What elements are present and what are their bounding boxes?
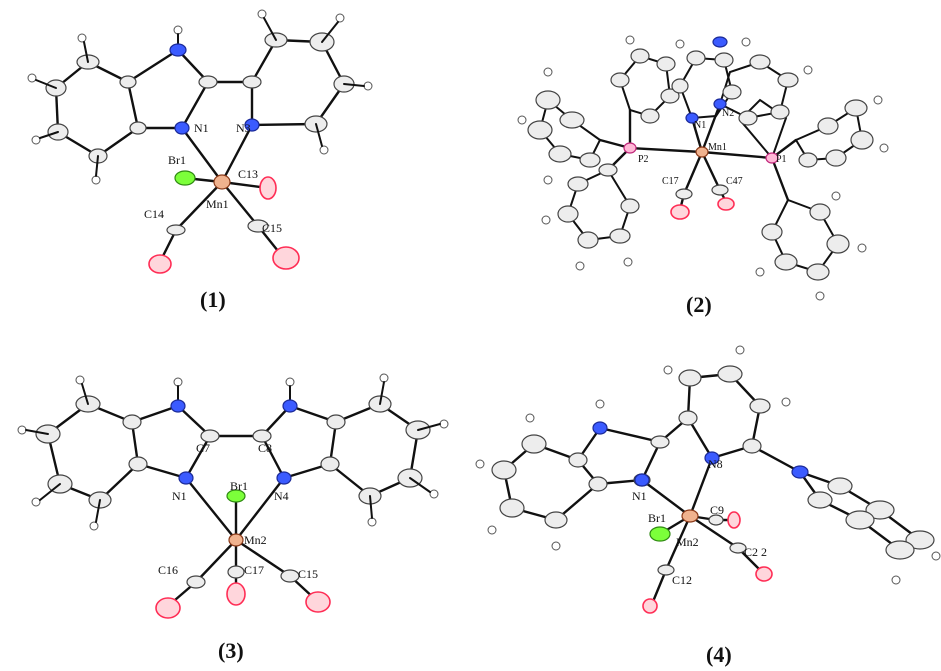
panel-4-label-c22: C2 2 [744, 545, 767, 559]
panel-2-label-n1: N1 [694, 120, 706, 131]
panel-1-carbon-atoms [45, 32, 355, 236]
panel-1-manganese-atom [213, 174, 231, 190]
panel-3-oxygen-atom-b [226, 582, 246, 606]
panel-2-phosphorus-atom-p1 [765, 152, 779, 164]
panel-2-caption: (2) [686, 292, 712, 317]
panel-3-label-n4: N4 [274, 489, 289, 503]
panel-4-label-mn2: Mn2 [676, 535, 699, 549]
panel-4-oxygen-atom-c [642, 598, 658, 614]
panel-4-carbon-atoms [491, 365, 935, 576]
panel-3-oxygen-atom-a [155, 597, 181, 619]
panel-3-label-c15: C15 [298, 567, 318, 581]
panel-1-label-n1: N1 [194, 121, 209, 135]
panel-1-label-n3: N3 [236, 121, 251, 135]
panel-3-label-c7: C7 [196, 441, 210, 455]
panel-3-label-n1: N1 [172, 489, 187, 503]
panel-3-label-c17: C17 [244, 563, 264, 577]
panel-1-label-c15: C15 [262, 221, 282, 235]
panel-2-oxygen-atom-b [717, 197, 735, 211]
panel-3-label-mn2: Mn2 [244, 533, 267, 547]
panel-3-label-c16: C16 [158, 563, 178, 577]
panel-4-structure: N1 N8 C9 Br1 Mn2 C2 2 C12 (4) [475, 345, 941, 667]
panel-3-oxygen-atom-c [305, 591, 331, 613]
panel-4-label-c9: C9 [710, 503, 724, 517]
panel-1-structure: Br1 N1 N3 C13 Mn1 C14 C15 (1) [27, 9, 373, 312]
panel-4-label-c12: C12 [672, 573, 692, 587]
panel-3-hydrogen-atoms [17, 373, 449, 531]
panel-2-manganese-atom [695, 146, 709, 158]
panel-2-label-mn1: Mn1 [708, 142, 727, 153]
panel-4-oxygen-atom-a [727, 511, 741, 529]
panel-1-nitrogen-atoms [169, 43, 260, 135]
panel-4-bonds [502, 372, 922, 606]
panel-3-label-c8: C8 [258, 441, 272, 455]
panel-2-label-c17: C17 [662, 176, 679, 187]
panel-1-caption: (1) [200, 287, 226, 312]
panel-3-bromine-atom [226, 489, 246, 503]
panel-2-label-c47: C47 [726, 176, 743, 187]
panel-1-bromine-atom [174, 170, 196, 186]
panel-2-structure: P2 N1 N2 Mn1 P1 C17 C47 (2) [517, 35, 889, 317]
panel-2-label-p1: P1 [776, 154, 787, 165]
panel-4-caption: (4) [706, 642, 732, 667]
panel-4-hydrogen-atoms [475, 345, 941, 585]
panel-2-carbon-atoms [527, 48, 874, 281]
panel-2-oxygen-atom-a [670, 204, 690, 220]
panel-4-manganese-atom [681, 509, 699, 523]
panel-1-oxygen-atom-c [272, 246, 300, 270]
panel-4-label-br1: Br1 [648, 511, 666, 525]
panel-4-oxygen-atom-b [755, 566, 773, 582]
panel-1-oxygen-atom-a [259, 176, 277, 200]
panel-2-phosphorus-atom-p2 [623, 142, 637, 154]
panel-1-hydrogen-atoms [27, 9, 373, 185]
panel-3-manganese-atom [228, 533, 244, 547]
panel-4-bromine-atom [649, 526, 671, 542]
panel-3-label-br1: Br1 [230, 479, 248, 493]
panel-4-label-n1: N1 [632, 489, 647, 503]
panel-3-caption: (3) [218, 638, 244, 663]
panel-2-label-p2: P2 [638, 154, 649, 165]
panel-4-label-n8: N8 [708, 457, 723, 471]
panel-1-label-c13: C13 [238, 167, 258, 181]
panel-2-label-n2: N2 [722, 108, 734, 119]
panel-4-nitrogen-atoms [592, 421, 809, 487]
panel-2-hydrogen-atoms [517, 35, 889, 301]
panel-3-structure: C7 C8 N1 N4 Br1 Mn2 C16 C17 C15 (3) [17, 373, 449, 663]
panel-2-nitrogen-atoms [685, 36, 728, 124]
panel-1-label-mn1: Mn1 [206, 197, 229, 211]
panel-1-label-br1: Br1 [168, 153, 186, 167]
panel-3-nitrogen-atoms [170, 399, 298, 485]
panel-1-oxygen-atom-b [148, 254, 172, 274]
panel-1-label-c14: C14 [144, 207, 164, 221]
